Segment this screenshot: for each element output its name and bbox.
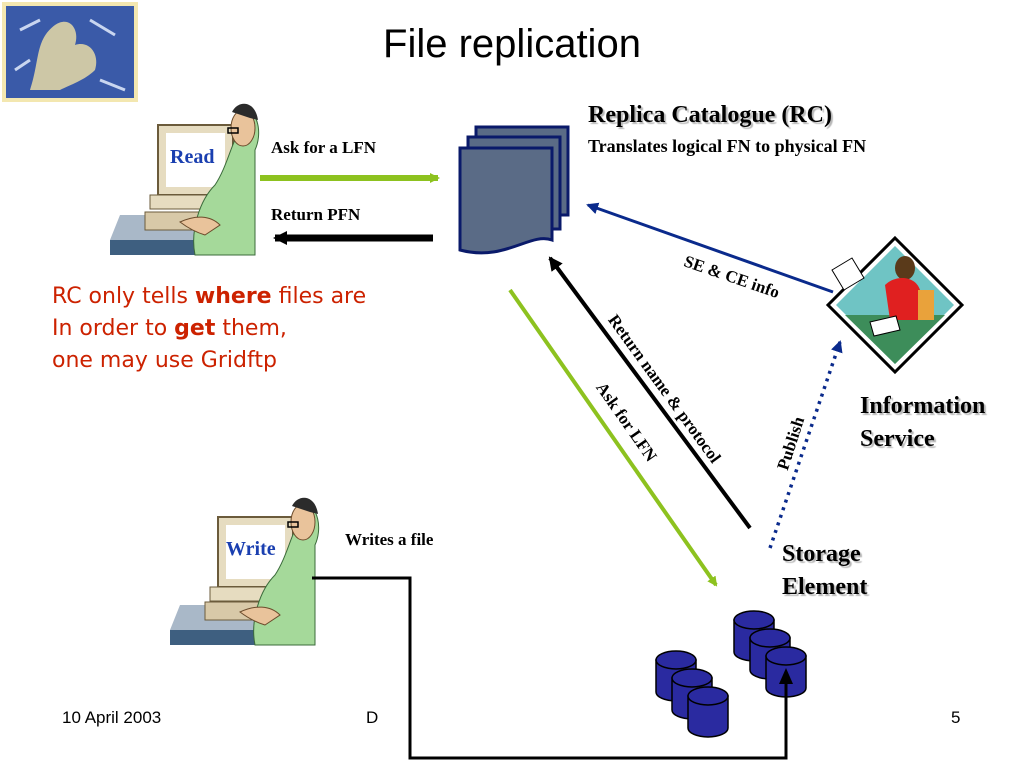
footer-page-number: 5 xyxy=(951,708,961,727)
publish-label: Publish xyxy=(773,414,808,473)
return-name-protocol-arrow xyxy=(548,256,752,530)
storage-disks xyxy=(655,610,807,738)
note-line2-post: them, xyxy=(215,316,287,341)
rc-subtitle: Translates logical FN to physical FN xyxy=(588,136,867,156)
footer-middle: D xyxy=(366,708,379,727)
ask-lfn-label: Ask for a LFN xyxy=(271,138,376,157)
rc-note-line1: RC only tells where files are xyxy=(52,281,366,313)
information-service-label: Information Service xyxy=(860,390,985,456)
write-label: Write xyxy=(226,538,276,560)
storage-element-label: Storage Element xyxy=(782,538,867,604)
se-ce-info-label: SE & CE info xyxy=(682,252,782,302)
read-label: Read xyxy=(170,146,215,168)
write-file-path xyxy=(312,576,788,760)
rc-note: RC only tells where files are In order t… xyxy=(52,281,366,377)
note-line2-bold: get xyxy=(174,316,216,341)
writes-file-label: Writes a file xyxy=(345,530,434,549)
return-pfn-label: Return PFN xyxy=(271,205,361,224)
note-line1-bold: where xyxy=(194,284,272,309)
rc-title: Replica Catalogue (RC) xyxy=(588,102,832,128)
information-service-line2: Service xyxy=(860,426,935,452)
note-line1-pre: RC only tells xyxy=(52,284,195,309)
footer-date: 10 April 2003 xyxy=(62,708,162,727)
disk-cylinder xyxy=(687,686,729,738)
read-workstation xyxy=(110,103,260,256)
storage-element-line1: Storage xyxy=(782,541,861,567)
write-file-arrowhead xyxy=(779,668,793,684)
rc-note-line3: one may use Gridftp xyxy=(52,348,277,373)
information-service-icon xyxy=(825,235,965,375)
ask-for-lfn-arrow xyxy=(508,288,718,587)
replica-catalogue-icon xyxy=(458,125,570,255)
note-line2-pre: In order to xyxy=(52,316,175,341)
return-name-protocol-label: Return name & protocol xyxy=(604,311,725,467)
write-workstation xyxy=(170,497,320,646)
information-service-line1: Information xyxy=(860,393,986,419)
logo-image xyxy=(2,2,138,102)
page-title: File replication xyxy=(383,22,641,66)
rc-note-line2: In order to get them, xyxy=(52,313,366,345)
storage-element-line2: Element xyxy=(782,574,868,600)
note-line1-post: files are xyxy=(271,284,367,309)
se-ce-info-arrow xyxy=(586,202,834,294)
